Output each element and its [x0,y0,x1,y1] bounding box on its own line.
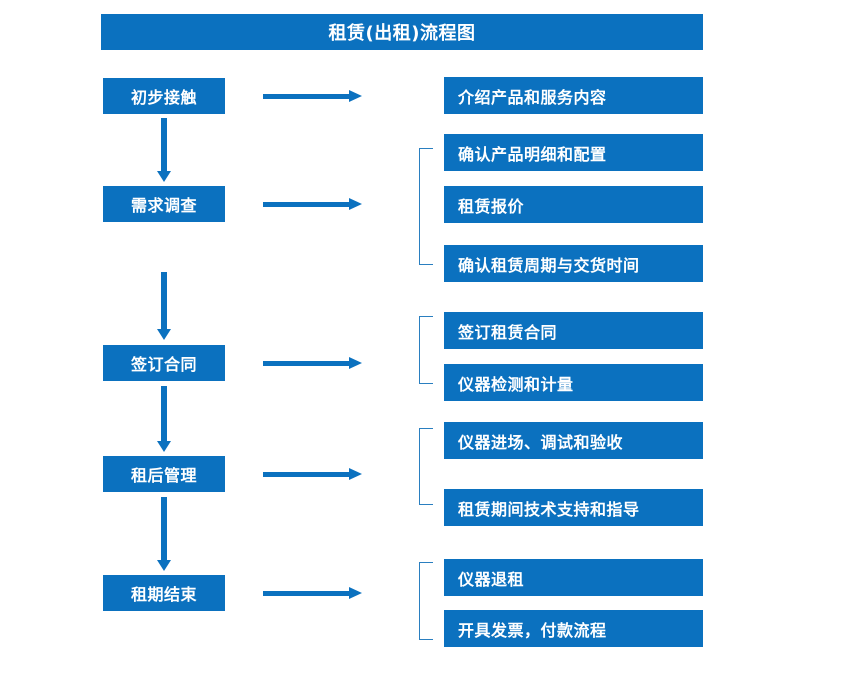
detail-box-technical-support[interactable]: 租赁期间技术支持和指导 [444,489,703,526]
arrow-head [157,329,171,340]
vertical-arrow-3 [156,386,172,452]
arrow-head [349,198,362,210]
stage-box-lease-end[interactable]: 租期结束 [103,575,225,611]
flowchart-title: 租赁(出租)流程图 [101,14,703,50]
arrow-head [349,587,362,599]
stage-box-post-lease-management[interactable]: 租后管理 [103,456,225,492]
arrow-head [349,357,362,369]
arrow-head [349,90,362,102]
arrow-head [157,560,171,571]
detail-box-sign-lease-contract[interactable]: 签订租赁合同 [444,312,703,349]
arrow-shaft [263,361,351,366]
group-bracket-sign-contract [419,316,433,384]
vertical-arrow-1 [156,118,172,182]
detail-box-instrument-inspection[interactable]: 仪器检测和计量 [444,364,703,401]
group-bracket-post-lease [419,428,433,505]
arrow-shaft [263,591,351,596]
stage-box-sign-contract[interactable]: 签订合同 [103,345,225,381]
arrow-head [157,171,171,182]
arrow-shaft [263,472,351,477]
arrow-shaft [161,497,167,560]
vertical-arrow-2 [156,272,172,340]
stage-box-initial-contact[interactable]: 初步接触 [103,78,225,114]
group-bracket-lease-end [419,562,433,640]
stage-box-needs-survey[interactable]: 需求调查 [103,186,225,222]
horizontal-arrow-2 [263,196,363,212]
horizontal-arrow-3 [263,355,363,371]
arrow-shaft [161,386,167,441]
detail-box-instrument-entry-commissioning[interactable]: 仪器进场、调试和验收 [444,422,703,459]
detail-box-lease-quotation[interactable]: 租赁报价 [444,186,703,223]
group-bracket-needs-survey [419,148,433,265]
arrow-shaft [263,202,351,207]
detail-box-invoice-payment[interactable]: 开具发票，付款流程 [444,610,703,647]
horizontal-arrow-5 [263,585,363,601]
horizontal-arrow-1 [263,88,363,104]
arrow-shaft [161,118,167,171]
horizontal-arrow-4 [263,466,363,482]
detail-box-confirm-product-spec[interactable]: 确认产品明细和配置 [444,134,703,171]
vertical-arrow-4 [156,497,172,571]
arrow-head [349,468,362,480]
arrow-shaft [161,272,167,329]
detail-box-confirm-lease-period[interactable]: 确认租赁周期与交货时间 [444,245,703,282]
detail-box-introduce-products[interactable]: 介绍产品和服务内容 [444,77,703,114]
arrow-head [157,441,171,452]
detail-box-instrument-return[interactable]: 仪器退租 [444,559,703,596]
arrow-shaft [263,94,351,99]
